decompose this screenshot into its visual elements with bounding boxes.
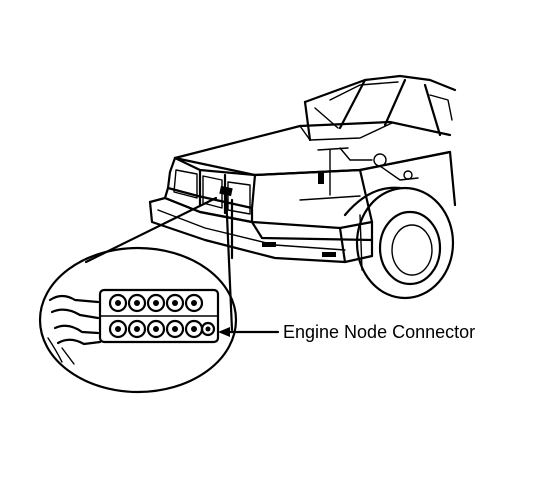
callout: Engine Node Connector (218, 322, 475, 342)
car-illustration (148, 74, 457, 300)
callout-arrow-icon (218, 327, 230, 337)
connector-inset (38, 246, 238, 394)
car-hood (173, 120, 452, 196)
car-fender (253, 150, 457, 258)
callout-label: Engine Node Connector (283, 322, 475, 342)
car-bumper (148, 196, 374, 264)
car-front (163, 156, 257, 224)
wire-harness (47, 294, 102, 365)
front-wheel (355, 186, 455, 300)
car-roof (303, 74, 457, 142)
engine-node-connector (98, 288, 220, 344)
